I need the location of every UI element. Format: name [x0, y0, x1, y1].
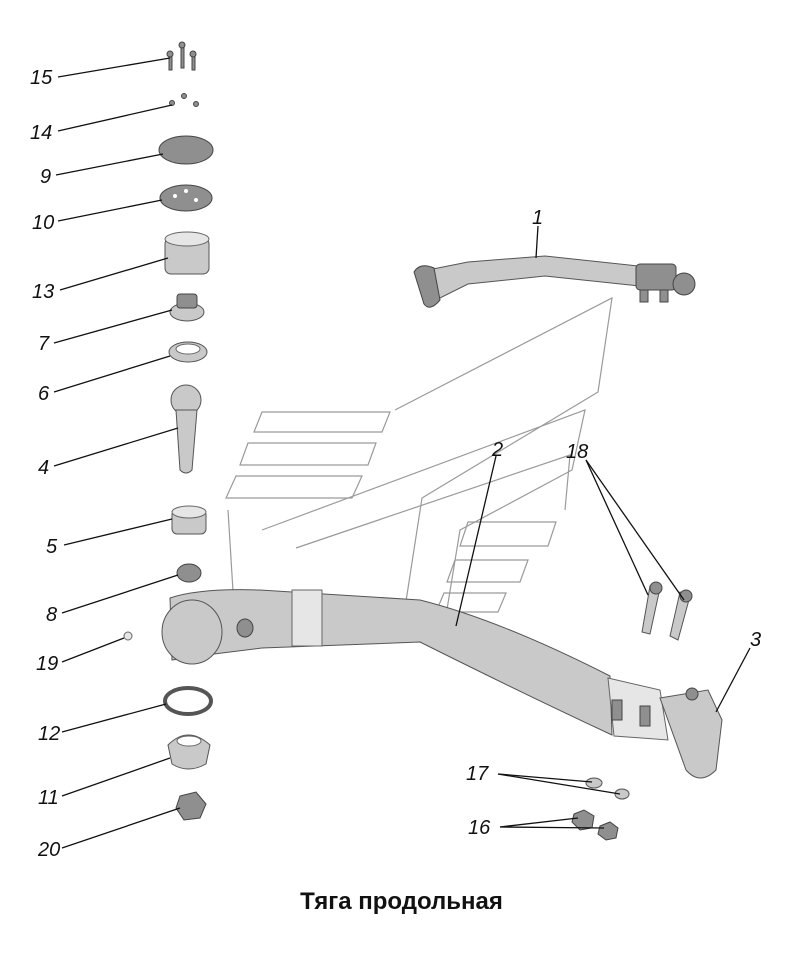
callout-18: 18	[566, 441, 588, 463]
part-19-nipple	[123, 631, 133, 641]
callout-9: 9	[40, 166, 51, 188]
callout-15: 15	[30, 67, 53, 89]
leader-lines	[53, 57, 751, 849]
callout-1: 1	[532, 207, 543, 229]
part-11-seal	[167, 734, 211, 770]
part-18-bolts	[641, 581, 693, 641]
watermark-logo	[225, 296, 613, 641]
callout-7: 7	[38, 333, 50, 355]
callout-3: 3	[750, 629, 761, 651]
part-4-ball-pin	[170, 384, 202, 474]
part-15-bolts	[166, 41, 197, 71]
callout-14: 14	[30, 122, 52, 144]
callout-20: 20	[37, 839, 60, 861]
part-13-sleeve	[164, 231, 210, 275]
part-10-gasket	[159, 184, 213, 212]
callout-11: 11	[38, 787, 59, 809]
part-1-rod	[413, 255, 696, 308]
part-17-washers	[585, 777, 630, 800]
part-2-main-rod	[161, 589, 669, 741]
part-20-nut	[175, 791, 207, 821]
callout-2: 2	[491, 439, 503, 461]
callout-4: 4	[38, 457, 49, 479]
part-7-cap	[169, 293, 205, 322]
callout-8: 8	[46, 604, 57, 626]
part-14-pins	[169, 93, 199, 107]
callout-numbers: 15 14 9 10 13 7 6 4 5 8 19 12 11 20 1 2 …	[30, 67, 761, 861]
callout-19: 19	[36, 653, 58, 675]
part-6-ring	[168, 341, 208, 363]
callout-6: 6	[38, 383, 50, 405]
callout-10: 10	[32, 212, 54, 234]
callout-13: 13	[32, 281, 54, 303]
part-12-retaining-ring	[163, 686, 213, 716]
part-3-tip	[659, 687, 723, 779]
part-16-nuts	[571, 809, 619, 841]
callout-5: 5	[46, 536, 58, 558]
callout-16: 16	[468, 817, 491, 839]
part-5-insert	[171, 505, 207, 535]
diagram-title: Тяга продольная	[300, 888, 503, 915]
callout-12: 12	[38, 723, 60, 745]
part-8-liner	[176, 563, 202, 583]
callout-17: 17	[466, 763, 489, 785]
part-9-cover	[158, 135, 214, 165]
